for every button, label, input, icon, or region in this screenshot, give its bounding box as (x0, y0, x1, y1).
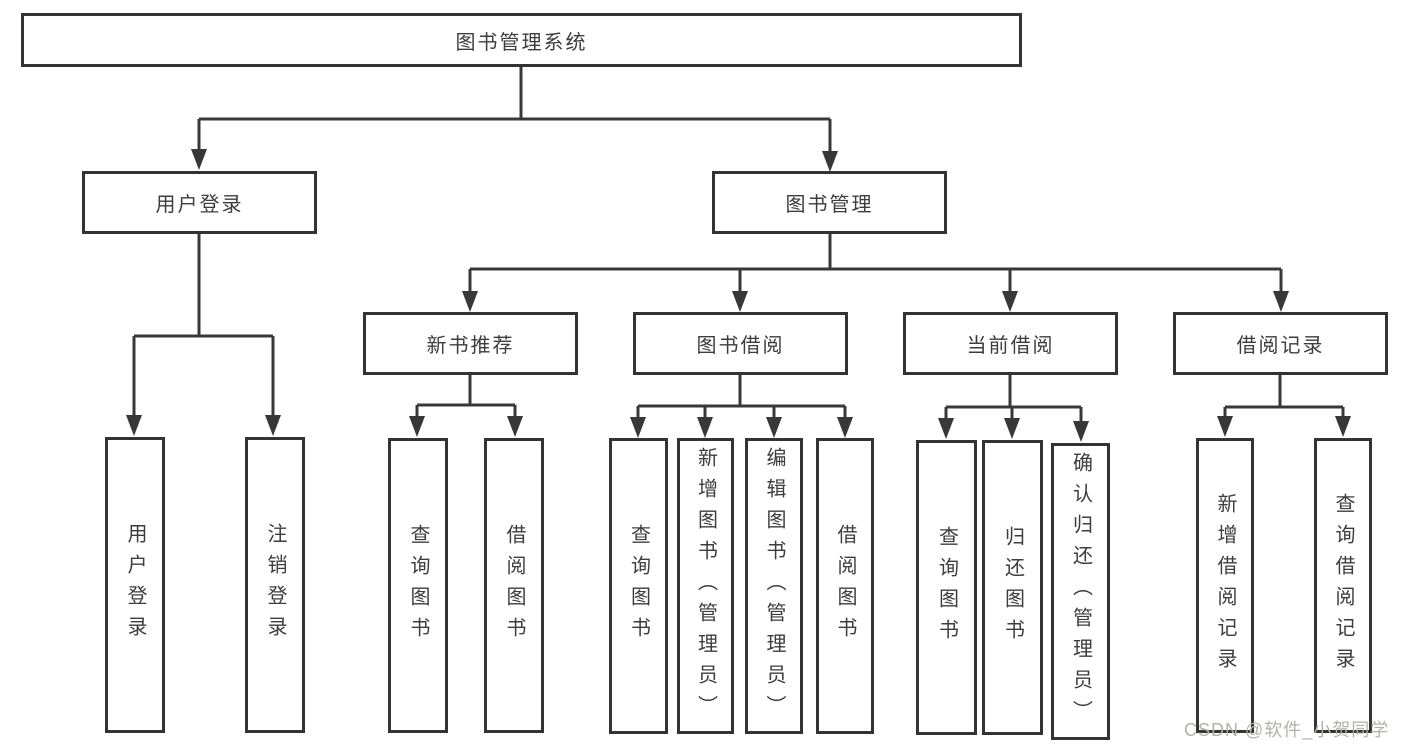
node-user-login: 用户登录 (82, 171, 317, 234)
leaf-confirm-return-admin: 确认归还（管理员） (1051, 443, 1110, 740)
node-library-system: 图书管理系统 (21, 13, 1022, 67)
leaf-query-books-borrowing: 查询图书 (609, 438, 668, 734)
leaf-query-books-recommend: 查询图书 (388, 438, 448, 733)
node-book-management: 图书管理 (712, 171, 947, 234)
node-new-book-recommendation: 新书推荐 (363, 312, 578, 375)
leaf-borrow-books-borrowing: 借阅图书 (816, 438, 874, 734)
leaf-add-borrowing-record: 新增借阅记录 (1196, 438, 1254, 733)
leaf-query-borrowing-record: 查询借阅记录 (1314, 438, 1372, 733)
node-borrowing-records: 借阅记录 (1173, 312, 1388, 375)
leaf-edit-book-admin: 编辑图书（管理员） (745, 438, 803, 734)
leaf-borrow-books-recommend: 借阅图书 (484, 438, 544, 733)
leaf-user-login: 用户登录 (105, 437, 165, 733)
leaf-add-book-admin: 新增图书（管理员） (677, 438, 734, 734)
node-book-borrowing: 图书借阅 (633, 312, 848, 375)
node-current-borrowing: 当前借阅 (903, 312, 1118, 375)
csdn-watermark: CSDN @软件_小贺同学 (1184, 720, 1390, 740)
leaf-return-books: 归还图书 (982, 440, 1043, 735)
leaf-logout: 注销登录 (245, 437, 305, 733)
leaf-query-books-current: 查询图书 (916, 440, 977, 735)
